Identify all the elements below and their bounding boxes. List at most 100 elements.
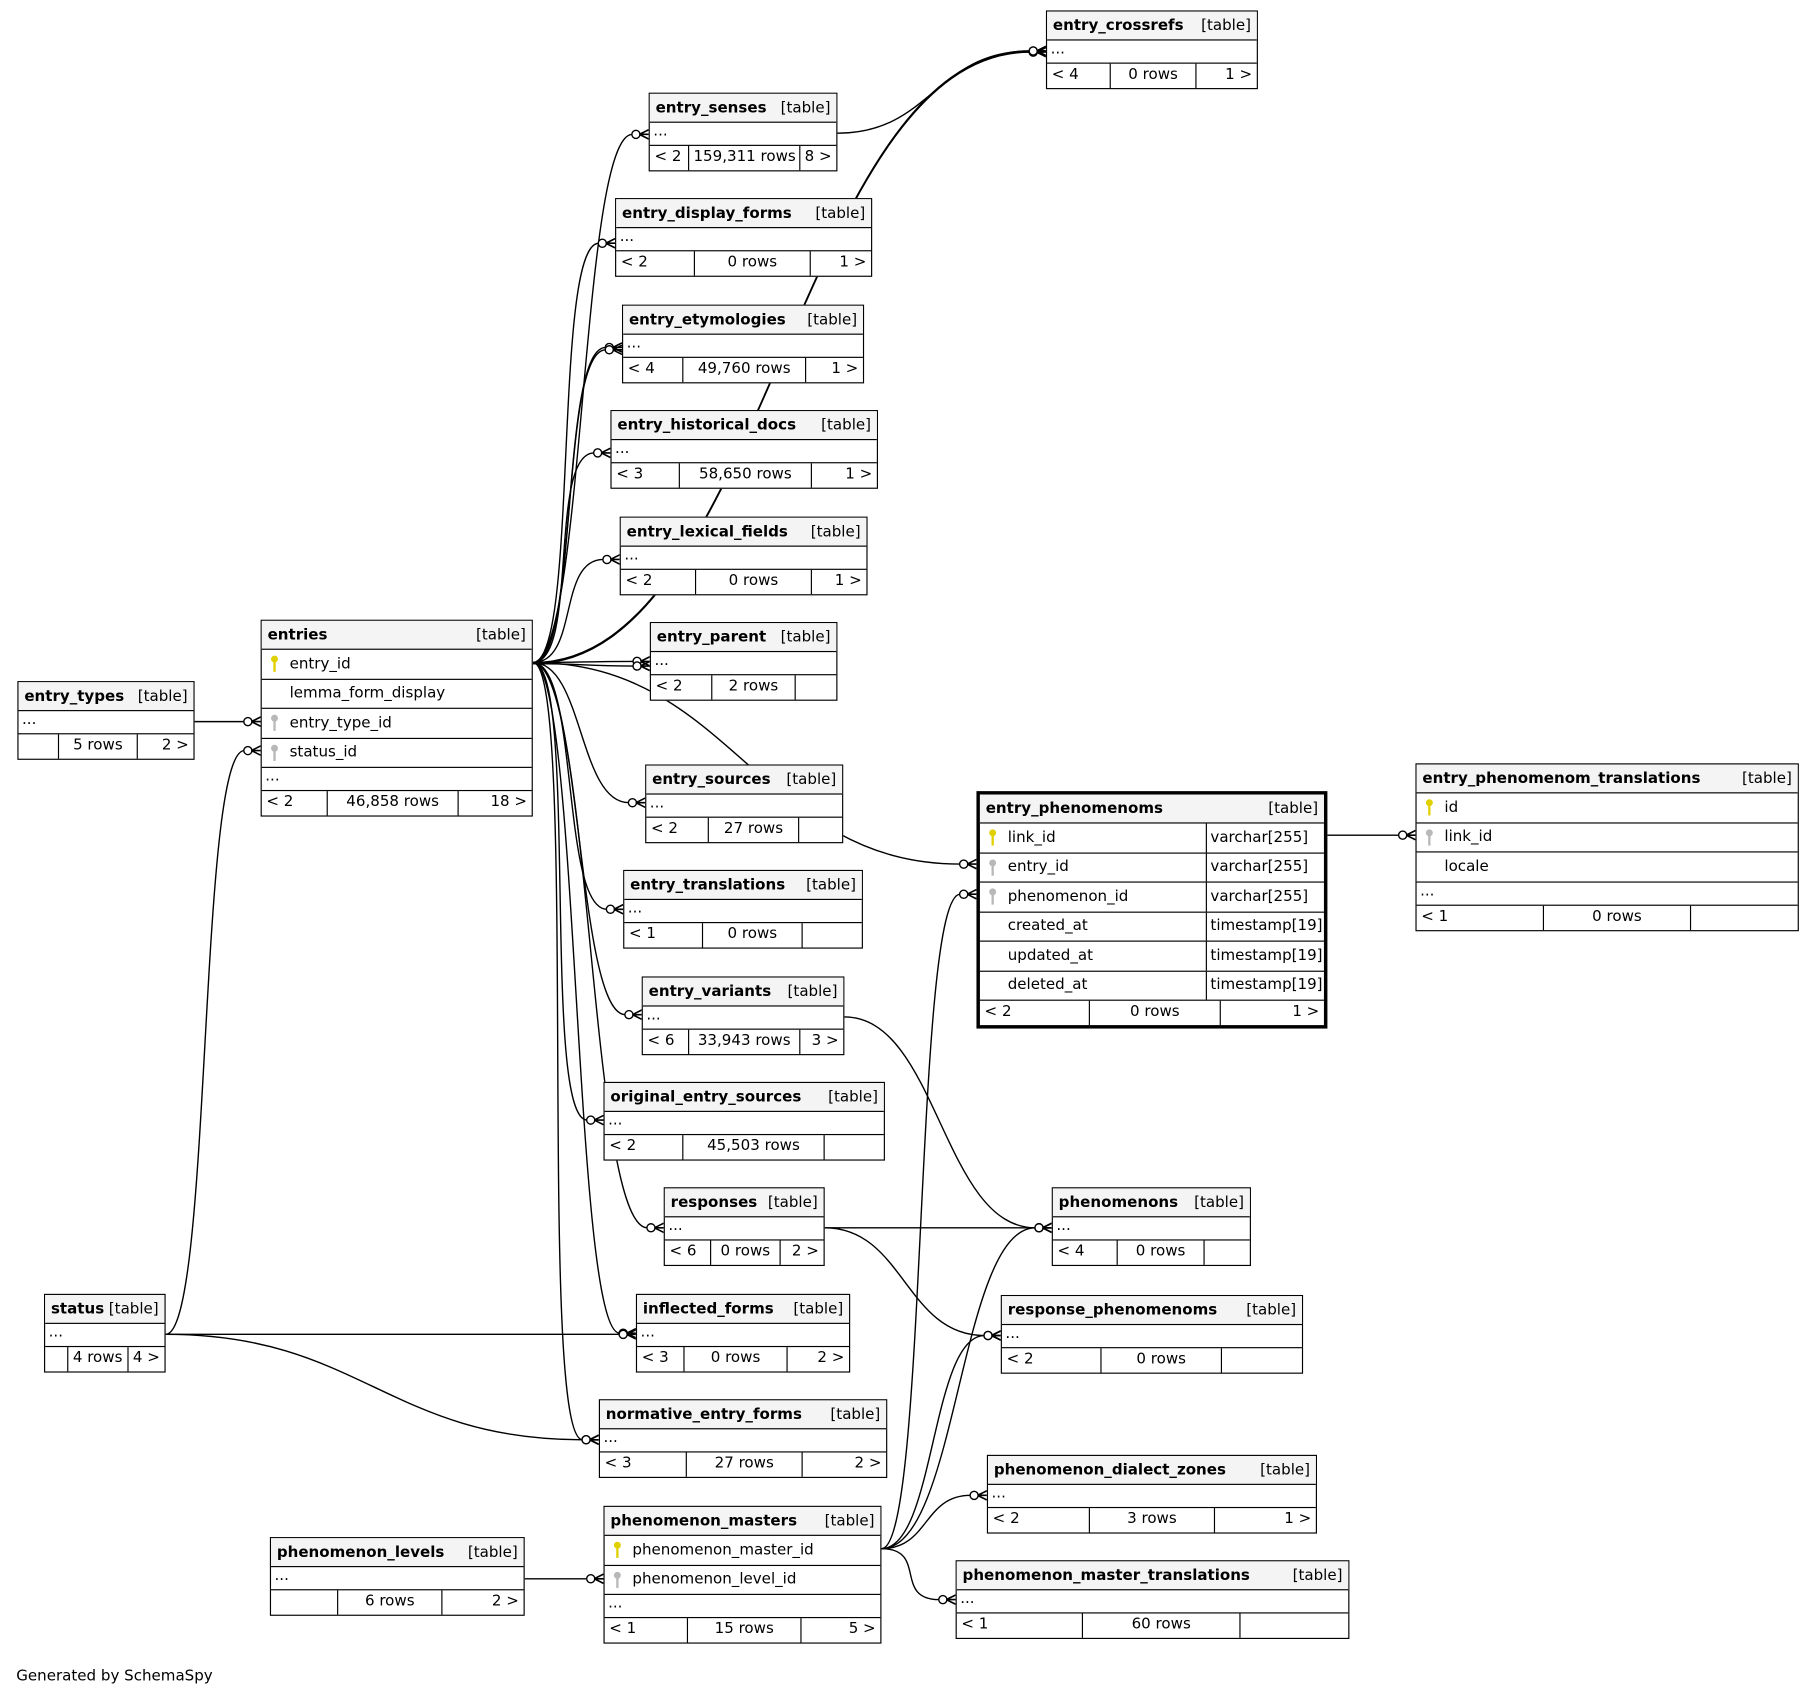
parents-link[interactable] xyxy=(271,1590,339,1615)
children-link[interactable] xyxy=(799,818,842,842)
table-entry-sources[interactable]: entry_sources[table]... < 2 27 rows xyxy=(645,764,844,844)
parents-link[interactable]: < 4 xyxy=(1053,1240,1118,1265)
table-header[interactable]: entry_translations[table] xyxy=(624,871,862,900)
table-phenomenons[interactable]: phenomenons[table]... < 4 0 rows xyxy=(1051,1187,1251,1267)
column-name[interactable]: locale xyxy=(1444,858,1489,876)
children-link[interactable]: 1 > xyxy=(1292,1003,1320,1021)
children-link[interactable]: 2 > xyxy=(854,1454,882,1473)
table-header[interactable]: entry_display_forms[table] xyxy=(616,199,872,229)
parents-link[interactable]: < 1 xyxy=(957,1613,1084,1638)
children-link[interactable]: 1 > xyxy=(1225,66,1253,84)
parents-link[interactable]: < 4 xyxy=(623,357,684,383)
children-link[interactable]: 3 > xyxy=(811,1032,839,1050)
more-columns[interactable]: ... xyxy=(956,1590,1349,1614)
table-response-phenomenoms[interactable]: response_phenomenoms[table]... < 2 0 row… xyxy=(1000,1294,1304,1374)
column-name[interactable]: entry_id xyxy=(1007,858,1069,876)
table-header[interactable]: phenomenons[table] xyxy=(1052,1188,1250,1218)
column-row[interactable]: id xyxy=(1416,793,1798,823)
table-header[interactable]: normative_entry_forms[table] xyxy=(599,1400,887,1430)
children-link[interactable] xyxy=(1222,1348,1302,1372)
parents-link[interactable]: < 4 xyxy=(1047,63,1111,89)
table-header[interactable]: entry_sources[table] xyxy=(646,765,843,795)
table-name[interactable]: responses xyxy=(670,1193,758,1212)
more-columns[interactable]: ... xyxy=(45,1324,165,1348)
table-header[interactable]: phenomenon_master_translations[table] xyxy=(956,1561,1349,1591)
table-header[interactable]: entry_types[table] xyxy=(18,682,194,712)
table-header[interactable]: status[table] xyxy=(45,1294,165,1324)
column-row[interactable]: lemma_form_display xyxy=(261,679,532,709)
children-link[interactable]: 4 > xyxy=(132,1349,160,1367)
table-header[interactable]: entry_crossrefs[table] xyxy=(1047,11,1257,41)
children-link[interactable]: 2 > xyxy=(791,1242,819,1261)
more-columns[interactable]: ... xyxy=(664,1217,824,1241)
parents-link[interactable]: < 6 xyxy=(643,1029,690,1055)
table-name[interactable]: entry_historical_docs xyxy=(617,416,797,434)
children-link[interactable] xyxy=(796,675,837,699)
table-phenomenon-master-translations[interactable]: phenomenon_master_translations[table]...… xyxy=(955,1560,1350,1639)
table-responses[interactable]: responses[table]... < 6 0 rows 2 > xyxy=(663,1187,825,1267)
parents-link[interactable]: < 2 xyxy=(980,1000,1090,1026)
table-name[interactable]: entry_display_forms xyxy=(622,204,792,222)
column-row[interactable]: entry_type_id xyxy=(261,709,532,739)
table-header[interactable]: phenomenon_dialect_zones[table] xyxy=(988,1455,1316,1485)
more-columns[interactable]: ... xyxy=(642,1007,844,1030)
table-phenomenon-dialect-zones[interactable]: phenomenon_dialect_zones[table]... < 2 3… xyxy=(986,1454,1317,1534)
table-entry-display-forms[interactable]: entry_display_forms[table]... < 2 0 rows… xyxy=(615,198,873,277)
table-entry-translations[interactable]: entry_translations[table]... < 1 0 rows xyxy=(623,869,863,949)
children-link[interactable]: 1 > xyxy=(834,572,862,590)
more-columns[interactable]: ... xyxy=(620,547,867,570)
parents-link[interactable]: < 3 xyxy=(600,1452,687,1477)
children-link[interactable] xyxy=(1691,905,1798,929)
children-link[interactable]: 1 > xyxy=(1284,1510,1312,1528)
table-header[interactable]: phenomenon_levels[table] xyxy=(271,1538,524,1568)
table-entry-etymologies[interactable]: entry_etymologies[table]... < 4 49,760 r… xyxy=(622,304,865,384)
more-columns[interactable]: ... xyxy=(1001,1325,1302,1349)
table-entry-crossrefs[interactable]: entry_crossrefs[table]... < 4 0 rows 1 > xyxy=(1045,10,1258,90)
children-link[interactable]: 5 > xyxy=(848,1620,876,1638)
more-columns[interactable]: ... xyxy=(623,335,863,358)
parents-link[interactable]: < 2 xyxy=(1002,1348,1102,1373)
table-name[interactable]: inflected_forms xyxy=(642,1300,774,1318)
column-row[interactable]: locale xyxy=(1416,853,1798,883)
parents-link[interactable]: < 1 xyxy=(1417,905,1545,930)
children-link[interactable]: 2 > xyxy=(161,736,189,755)
parents-link[interactable] xyxy=(19,734,60,759)
table-name[interactable]: original_entry_sources xyxy=(610,1088,802,1106)
more-columns[interactable]: ... xyxy=(650,652,837,676)
parents-link[interactable]: < 3 xyxy=(637,1347,685,1372)
table-entry-parent[interactable]: entry_parent[table]... < 2 2 rows xyxy=(649,622,838,701)
children-link[interactable] xyxy=(1241,1614,1349,1638)
more-columns[interactable]: ... xyxy=(1052,1217,1250,1241)
table-name[interactable]: entry_etymologies xyxy=(628,311,786,329)
more-columns[interactable]: ... xyxy=(649,123,837,146)
more-columns[interactable]: ... xyxy=(604,1112,884,1136)
parents-link[interactable]: < 6 xyxy=(665,1240,712,1265)
column-name[interactable]: phenomenon_id xyxy=(1007,888,1129,906)
table-header[interactable]: entries[table] xyxy=(261,620,532,650)
more-columns[interactable]: ... xyxy=(1416,882,1798,906)
children-link[interactable]: 2 > xyxy=(817,1349,845,1367)
more-columns[interactable]: ... xyxy=(646,795,843,818)
table-entry-variants[interactable]: entry_variants[table]... < 6 33,943 rows… xyxy=(641,976,845,1056)
table-name[interactable]: phenomenon_levels xyxy=(276,1543,445,1561)
table-name[interactable]: entries xyxy=(267,626,328,644)
table-entry-lexical-fields[interactable]: entry_lexical_fields[table]... < 2 0 row… xyxy=(619,516,868,596)
column-name[interactable]: created_at xyxy=(1007,917,1088,936)
more-columns[interactable]: ... xyxy=(637,1324,850,1348)
column-row[interactable]: status_id xyxy=(261,738,532,768)
column-row[interactable]: phenomenon_level_id xyxy=(604,1565,881,1595)
table-entry-historical-docs[interactable]: entry_historical_docs[table]... < 3 58,6… xyxy=(610,410,878,489)
more-columns[interactable]: ... xyxy=(261,768,532,792)
table-name[interactable]: entry_types xyxy=(24,687,125,705)
table-status[interactable]: status[table]... 4 rows 4 > xyxy=(44,1293,166,1373)
column-name[interactable]: entry_type_id xyxy=(289,714,392,732)
table-name[interactable]: entry_sources xyxy=(652,770,771,789)
table-normative-entry-forms[interactable]: normative_entry_forms[table]... < 3 27 r… xyxy=(598,1399,888,1478)
parents-link[interactable]: < 2 xyxy=(262,791,328,816)
